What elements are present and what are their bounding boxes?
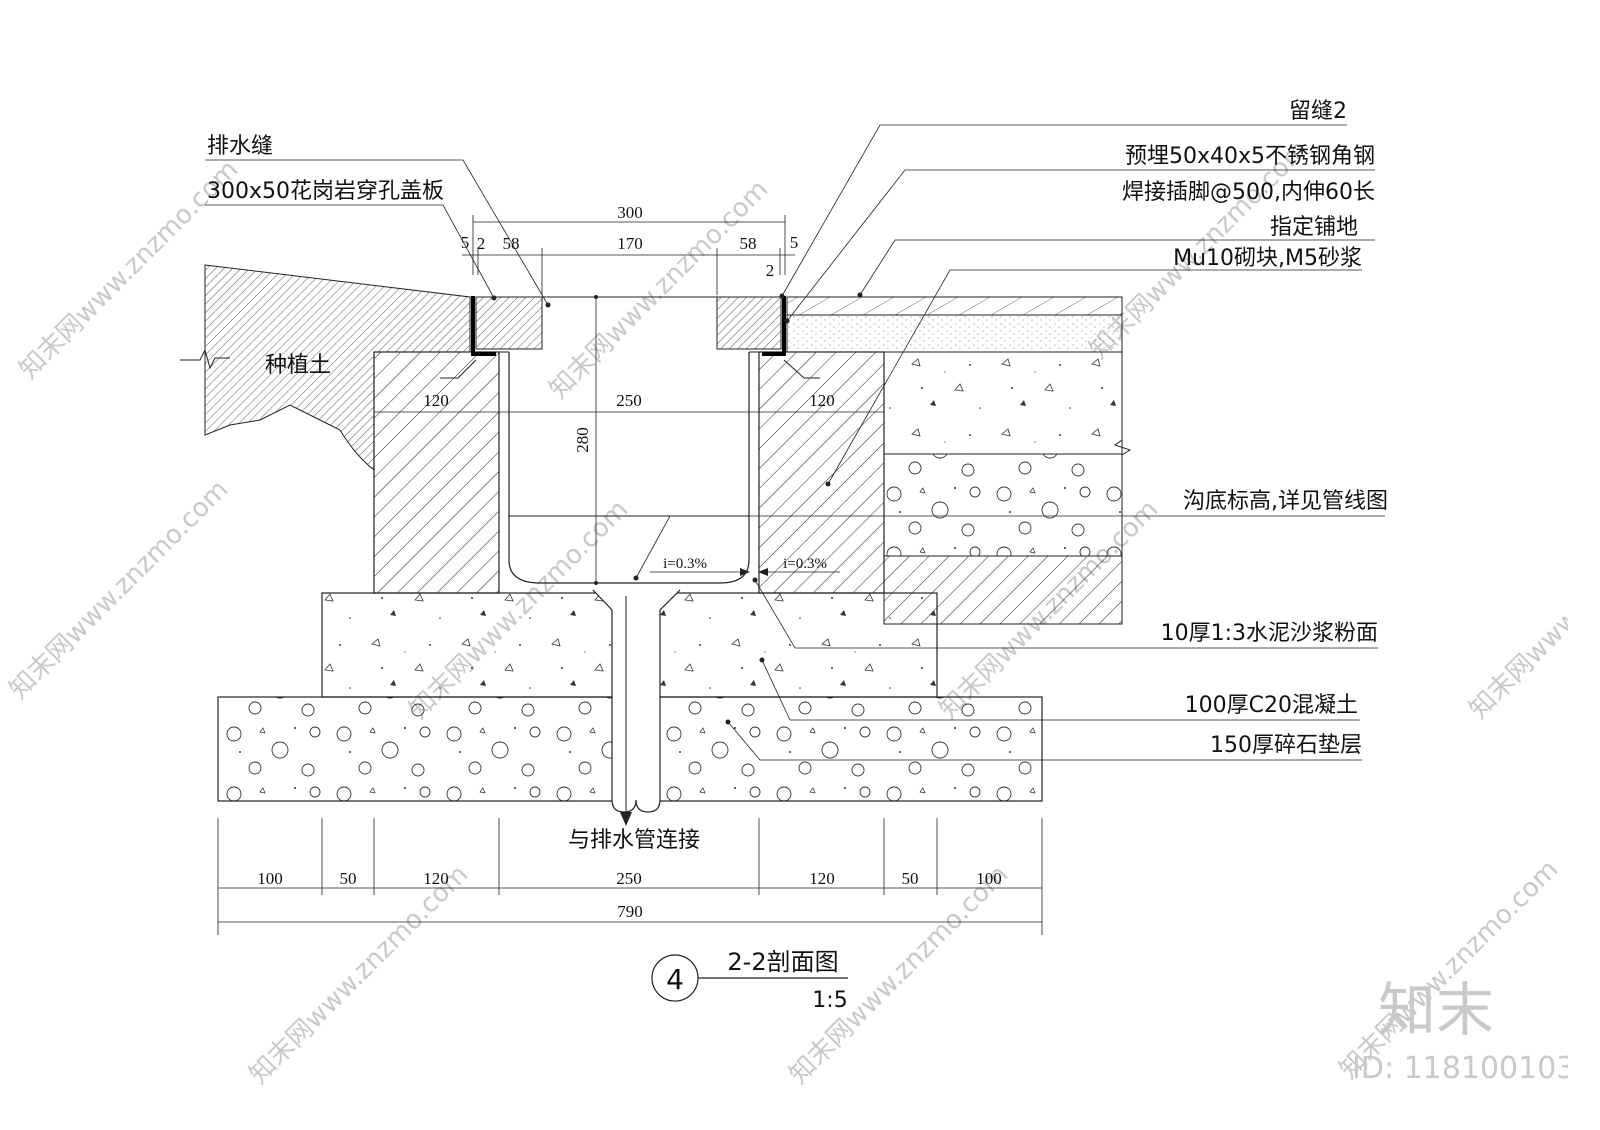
dim-bottom-seg: 50 <box>340 869 357 888</box>
dim-bottom-seg: 120 <box>423 869 449 888</box>
leader-dots <box>491 292 863 725</box>
leader-lines <box>205 124 1385 761</box>
dimension-labels: 300 5 2 58 170 58 2 5 120 250 120 280 i=… <box>257 203 1002 921</box>
angle-steel-left <box>440 296 496 379</box>
bottom-dimensions <box>217 818 1043 935</box>
dim-depth: 280 <box>573 427 592 453</box>
angle-steel-right <box>762 296 820 379</box>
title-name: 2-2剖面图 <box>727 948 838 976</box>
watermark-id: ID: 1181001032 <box>1352 1051 1568 1086</box>
top-dimensions <box>373 215 885 583</box>
masonry-wall-right <box>758 351 885 594</box>
watermark-text: 知末网www.znzmo.com <box>544 174 775 405</box>
dim-wall-left: 120 <box>423 391 449 410</box>
label-trench-bottom: 沟底标高,详见管线图 <box>1183 489 1388 514</box>
dim-slope-right: i=0.3% <box>783 556 827 572</box>
section-drawing: 知末网www.znzmo.com 知末网www.znzmo.com 知末网www… <box>4 99 1568 1090</box>
label-paving: 指定铺地 <box>1270 215 1358 240</box>
label-gap: 留缝2 <box>1289 99 1347 124</box>
label-planting-soil: 种植土 <box>265 353 331 378</box>
slope-arrows <box>650 568 840 576</box>
dim-bottom-seg: 250 <box>616 869 642 888</box>
title-labels: 4 2-2剖面图 1:5 <box>666 948 848 1013</box>
dim-top-seg: 2 <box>477 234 486 253</box>
dim-wall-right: 120 <box>809 391 835 410</box>
dim-top-seg: 5 <box>790 233 799 252</box>
dim-top-seg: 5 <box>461 233 470 252</box>
watermark-text: 知末网www.znzmo.com <box>4 474 235 705</box>
dim-top-seg: 58 <box>740 234 757 253</box>
dim-top-seg: 2 <box>766 261 775 280</box>
label-cover-plate: 300x50花岗岩穿孔盖板 <box>207 179 444 204</box>
dim-slope-left: i=0.3% <box>663 556 707 572</box>
label-angle-steel-1: 预埋50x40x5不锈钢角钢 <box>1125 144 1375 169</box>
label-pipe-connection: 与排水管连接 <box>568 828 700 853</box>
channel-lining <box>322 351 759 826</box>
dim-inner-width: 250 <box>616 391 642 410</box>
title-number: 4 <box>666 963 684 996</box>
label-mortar-finish: 10厚1:3水泥沙浆粉面 <box>1161 621 1378 646</box>
dim-top-total: 300 <box>617 203 643 222</box>
label-masonry: Mu10砌块,M5砂浆 <box>1173 246 1362 271</box>
callout-labels: 排水缝 300x50花岗岩穿孔盖板 留缝2 预埋50x40x5不锈钢角钢 焊接插… <box>207 99 1388 853</box>
label-concrete: 100厚C20混凝土 <box>1185 693 1358 718</box>
dim-bottom-seg: 100 <box>257 869 283 888</box>
watermark-text: 知末网www.znzmo.com <box>1464 494 1568 725</box>
subbase-right <box>883 297 1132 625</box>
label-drain-slot: 排水缝 <box>207 134 273 159</box>
watermark-text: 知末网www.znzmo.com <box>244 859 475 1090</box>
dim-top-seg: 170 <box>617 234 643 253</box>
dim-bottom-seg: 120 <box>809 869 835 888</box>
dim-bottom-total: 790 <box>617 902 643 921</box>
dim-top-seg: 58 <box>503 234 520 253</box>
label-angle-steel-2: 焊接插脚@500,内伸60长 <box>1122 180 1375 205</box>
granite-cover-left <box>475 296 543 350</box>
dim-bottom-seg: 100 <box>976 869 1002 888</box>
title-scale: 1:5 <box>812 988 847 1013</box>
label-gravel: 150厚碎石垫层 <box>1210 733 1362 758</box>
masonry-wall-left <box>373 351 500 594</box>
granite-cover-right <box>716 296 782 350</box>
dim-bottom-seg: 50 <box>902 869 919 888</box>
watermark-logo: 知末 <box>1378 976 1494 1044</box>
section-title-block <box>651 954 848 1002</box>
paving-layer <box>786 296 1123 353</box>
